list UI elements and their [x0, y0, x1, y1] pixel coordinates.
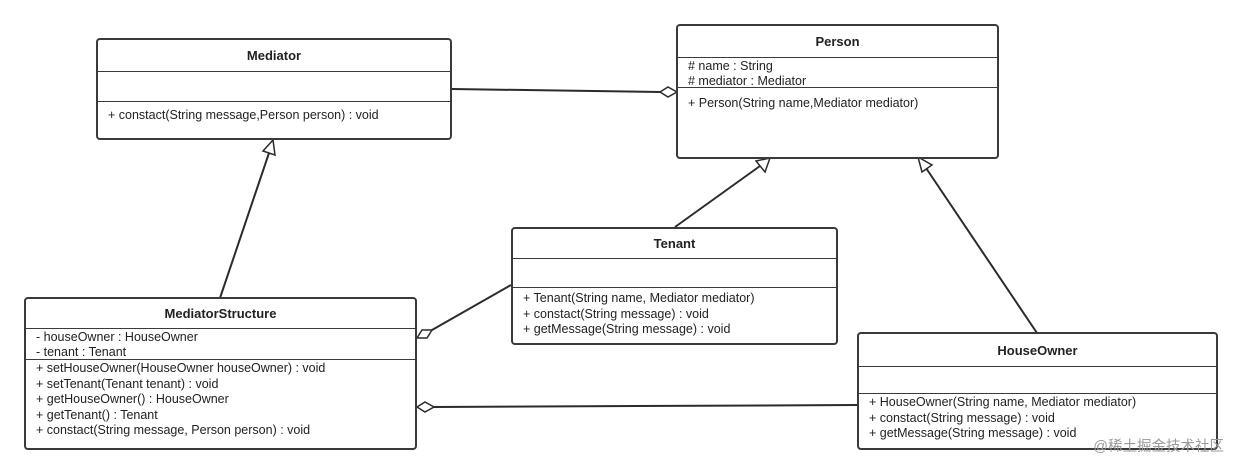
connector-mediatorstructure-houseowner — [433, 404, 858, 408]
operation: + Tenant(String name, Mediator mediator) — [523, 291, 755, 305]
attribute: # name : String — [688, 59, 773, 73]
operation: + getMessage(String message) : void — [869, 426, 1077, 440]
class-mediator-structure[interactable]: MediatorStructure - houseOwner : HouseOw… — [24, 297, 417, 450]
aggregation-diamond-houseowner — [415, 401, 436, 413]
attributes-compartment: # name : String # mediator : Mediator — [678, 58, 997, 88]
operation: + getTenant() : Tenant — [36, 407, 158, 422]
attributes-compartment — [859, 367, 1216, 394]
class-person[interactable]: Person # name : String # mediator : Medi… — [676, 24, 999, 159]
connector-mediatorstructure-tenant — [431, 284, 512, 331]
operations-compartment: + HouseOwner(String name, Mediator media… — [859, 394, 1216, 445]
operation: + getMessage(String message) : void — [523, 322, 731, 336]
operation: + constact(String message) : void — [869, 410, 1055, 425]
operation: + setTenant(Tenant tenant) : void — [36, 376, 219, 391]
connector-tenant-person — [674, 165, 761, 228]
class-name: HouseOwner — [859, 334, 1216, 367]
operations-compartment: + Person(String name,Mediator mediator) — [678, 88, 997, 115]
generalization-arrow-mediator — [261, 138, 276, 157]
attributes-compartment: - houseOwner : HouseOwner - tenant : Ten… — [26, 329, 415, 360]
operations-compartment: + setHouseOwner(HouseOwner houseOwner) :… — [26, 360, 415, 442]
operation: + Person(String name,Mediator mediator) — [688, 96, 919, 110]
operations-compartment: + constact(String message,Person person)… — [98, 102, 450, 127]
attribute: - tenant : Tenant — [36, 345, 127, 359]
attribute: # mediator : Mediator — [688, 74, 807, 88]
operation: + getHouseOwner() : HouseOwner — [36, 392, 229, 406]
generalization-arrow-person-right — [916, 155, 934, 174]
class-mediator[interactable]: Mediator + constact(String message,Perso… — [96, 38, 452, 140]
operation: + HouseOwner(String name, Mediator media… — [869, 395, 1137, 409]
attributes-compartment — [98, 72, 450, 102]
class-name: MediatorStructure — [26, 299, 415, 329]
aggregation-diamond-person — [658, 86, 679, 98]
operation: + setHouseOwner(HouseOwner houseOwner) :… — [36, 361, 326, 375]
attribute: - houseOwner : HouseOwner — [36, 330, 198, 344]
operation: + constact(String message,Person person)… — [108, 108, 379, 122]
connector-mediatorstructure-mediator — [219, 152, 270, 299]
connector-houseowner-person — [925, 167, 1038, 334]
attributes-compartment — [513, 259, 836, 288]
watermark: @稀土掘金技术社区 — [1093, 439, 1224, 455]
class-name: Person — [678, 26, 997, 58]
class-house-owner[interactable]: HouseOwner + HouseOwner(String name, Med… — [857, 332, 1218, 450]
aggregation-diamond-tenant — [415, 329, 434, 339]
connector-person-mediator — [451, 88, 661, 93]
generalization-arrow-person-left — [754, 156, 772, 174]
operations-compartment: + Tenant(String name, Mediator mediator)… — [513, 288, 836, 341]
class-tenant[interactable]: Tenant + Tenant(String name, Mediator me… — [511, 227, 838, 345]
class-name: Tenant — [513, 229, 836, 259]
operation: + constact(String message, Person person… — [36, 423, 311, 437]
operation: + constact(String message) : void — [523, 306, 709, 321]
class-name: Mediator — [98, 40, 450, 72]
